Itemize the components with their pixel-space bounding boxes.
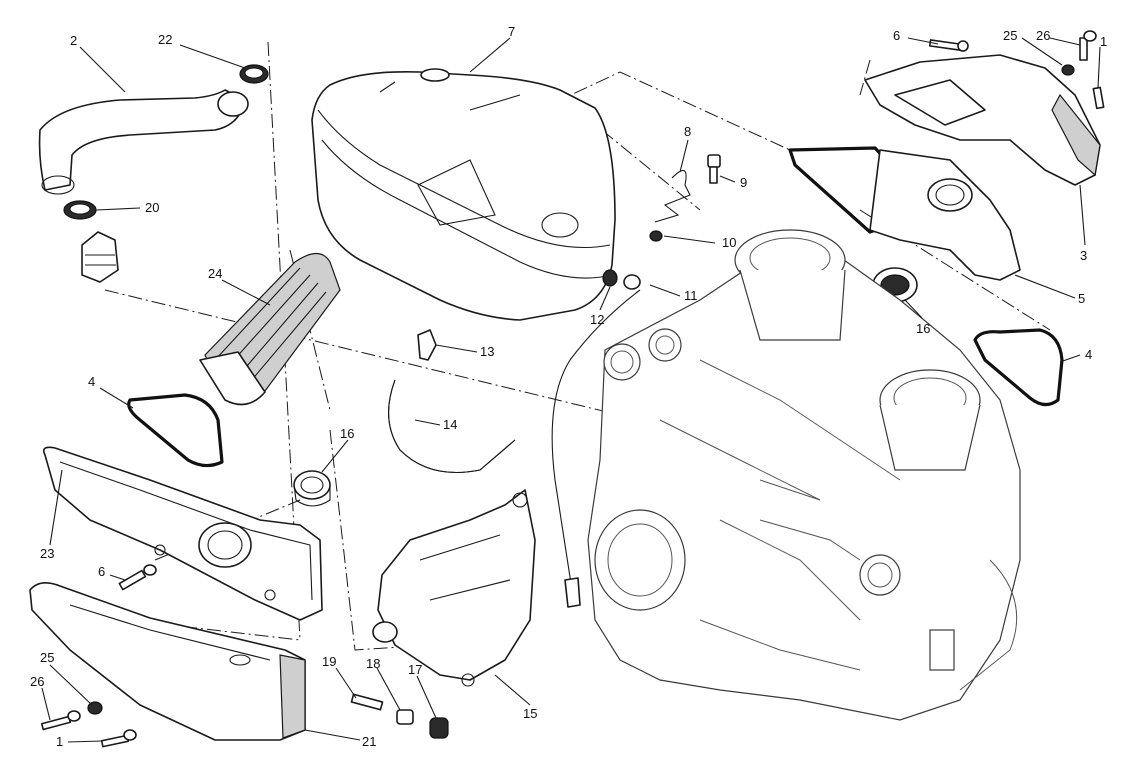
callout-2: 2 <box>70 33 77 48</box>
callout-13: 13 <box>480 344 494 359</box>
hose-clamp-part-20 <box>63 200 97 220</box>
callout-10: 10 <box>722 235 736 250</box>
spring-clip-part-8 <box>654 169 691 223</box>
callout-18: 18 <box>366 656 380 671</box>
intake-frame-part-5 <box>788 146 1021 281</box>
upper-cover-part-3 <box>864 54 1101 186</box>
screw-part-6-lower <box>118 564 157 591</box>
engine-block <box>587 229 1021 721</box>
callout-11: 11 <box>684 288 698 303</box>
callout-9: 9 <box>740 175 747 190</box>
grommet-part-17 <box>429 717 449 739</box>
washer-part-10 <box>649 230 663 242</box>
callout-26-lower: 26 <box>30 674 44 689</box>
callout-21: 21 <box>362 734 376 749</box>
callout-25-lower: 25 <box>40 650 54 665</box>
callout-24: 24 <box>208 266 222 281</box>
callout-1-top: 1 <box>1100 34 1107 49</box>
screw-part-1-lower <box>100 729 137 748</box>
screw-part-19 <box>350 693 384 711</box>
hose-fitting-part-13 <box>417 329 437 361</box>
callout-labels: 2 22 7 6 25 26 1 20 8 9 10 3 24 11 12 5 … <box>30 24 1107 749</box>
gasket-part-4-left <box>127 393 224 468</box>
screw-part-9 <box>707 154 721 184</box>
screw-part-1-top <box>1092 86 1105 110</box>
airbox-part-7 <box>311 68 616 321</box>
side-cover-part-15 <box>372 489 536 687</box>
callout-5: 5 <box>1078 291 1085 306</box>
screw-part-26-lower <box>40 710 81 731</box>
callout-3: 3 <box>1080 248 1087 263</box>
callout-8: 8 <box>684 124 691 139</box>
callout-16-left: 16 <box>340 426 354 441</box>
sensor-fitting <box>81 231 119 283</box>
callout-19: 19 <box>322 654 336 669</box>
callout-23: 23 <box>40 546 54 561</box>
callout-25-top: 25 <box>1003 28 1017 43</box>
spacer-part-18 <box>396 709 414 725</box>
callout-17: 17 <box>408 662 422 677</box>
callout-16-right: 16 <box>916 321 930 336</box>
screw-part-26-top <box>1079 30 1097 61</box>
airbox-cover-part-23 <box>42 446 323 621</box>
air-filter-part-24 <box>199 252 341 406</box>
gasket-part-4-right <box>973 328 1064 407</box>
callout-22: 22 <box>158 32 172 47</box>
grommet-part-12 <box>602 269 641 290</box>
callout-6-top: 6 <box>893 28 900 43</box>
callout-7: 7 <box>508 24 515 39</box>
washer-part-25-top <box>1061 64 1075 76</box>
callout-14: 14 <box>443 417 457 432</box>
callout-12: 12 <box>590 312 604 327</box>
callout-26-top: 26 <box>1036 28 1050 43</box>
callout-1-lower: 1 <box>56 734 63 749</box>
callout-4-left: 4 <box>88 374 95 389</box>
leader-lines <box>41 37 1101 743</box>
seal-ring-part-16-left <box>293 470 331 507</box>
hose-clamp-part-22 <box>239 64 269 84</box>
screw-part-6-top <box>928 39 969 52</box>
callout-15: 15 <box>523 706 537 721</box>
callout-4-right: 4 <box>1085 347 1092 362</box>
cable-part-11 <box>551 289 641 608</box>
breather-hose-part-14 <box>388 379 516 473</box>
intake-duct-part-2 <box>38 89 249 195</box>
callout-20: 20 <box>145 200 159 215</box>
callout-6-lower: 6 <box>98 564 105 579</box>
